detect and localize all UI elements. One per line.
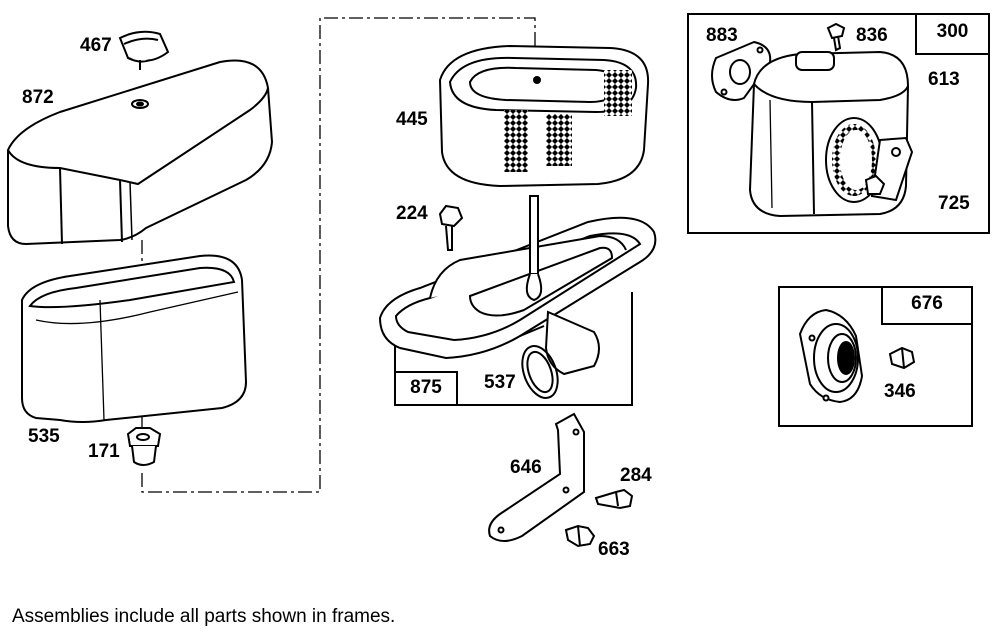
callout-872: 872 bbox=[22, 87, 54, 108]
callout-346: 346 bbox=[884, 381, 916, 402]
callout-646: 646 bbox=[510, 457, 542, 478]
screw-836 bbox=[826, 22, 846, 52]
frame-300 bbox=[687, 13, 990, 234]
frame-875 bbox=[394, 292, 633, 406]
adapter-flange-676 bbox=[798, 308, 864, 404]
screw-663 bbox=[564, 524, 596, 548]
callout-613: 613 bbox=[928, 69, 960, 90]
gasket-883 bbox=[711, 40, 772, 101]
frame-676 bbox=[778, 286, 973, 427]
callout-445: 445 bbox=[396, 109, 428, 130]
precleaner-535 bbox=[21, 254, 248, 423]
callout-535: 535 bbox=[28, 426, 60, 447]
callout-883: 883 bbox=[706, 25, 738, 46]
bracket-646 bbox=[488, 412, 585, 542]
callout-537: 537 bbox=[484, 372, 516, 393]
screw-725 bbox=[864, 174, 886, 195]
knob-467 bbox=[118, 30, 170, 70]
frame-label-676: 676 bbox=[911, 293, 943, 314]
callout-224: 224 bbox=[396, 203, 428, 224]
callout-171: 171 bbox=[88, 441, 120, 462]
screw-346 bbox=[888, 346, 916, 370]
callout-725: 725 bbox=[938, 193, 970, 214]
callout-663: 663 bbox=[598, 539, 630, 560]
frame-label-300: 300 bbox=[936, 21, 969, 42]
frame-label-875: 875 bbox=[410, 377, 442, 398]
callout-836: 836 bbox=[856, 25, 888, 46]
screw-284 bbox=[594, 488, 634, 510]
air-filter-445 bbox=[438, 44, 650, 188]
gasket-537 bbox=[521, 345, 559, 399]
callout-467: 467 bbox=[80, 35, 112, 56]
nut-171 bbox=[126, 427, 162, 466]
callout-284: 284 bbox=[620, 465, 652, 486]
air-cleaner-base-875 bbox=[378, 195, 657, 376]
footnote: Assemblies include all parts shown in fr… bbox=[12, 606, 396, 627]
air-cleaner-cover-872 bbox=[7, 59, 274, 246]
muffler-300 bbox=[748, 50, 910, 218]
screw-224 bbox=[438, 204, 464, 251]
